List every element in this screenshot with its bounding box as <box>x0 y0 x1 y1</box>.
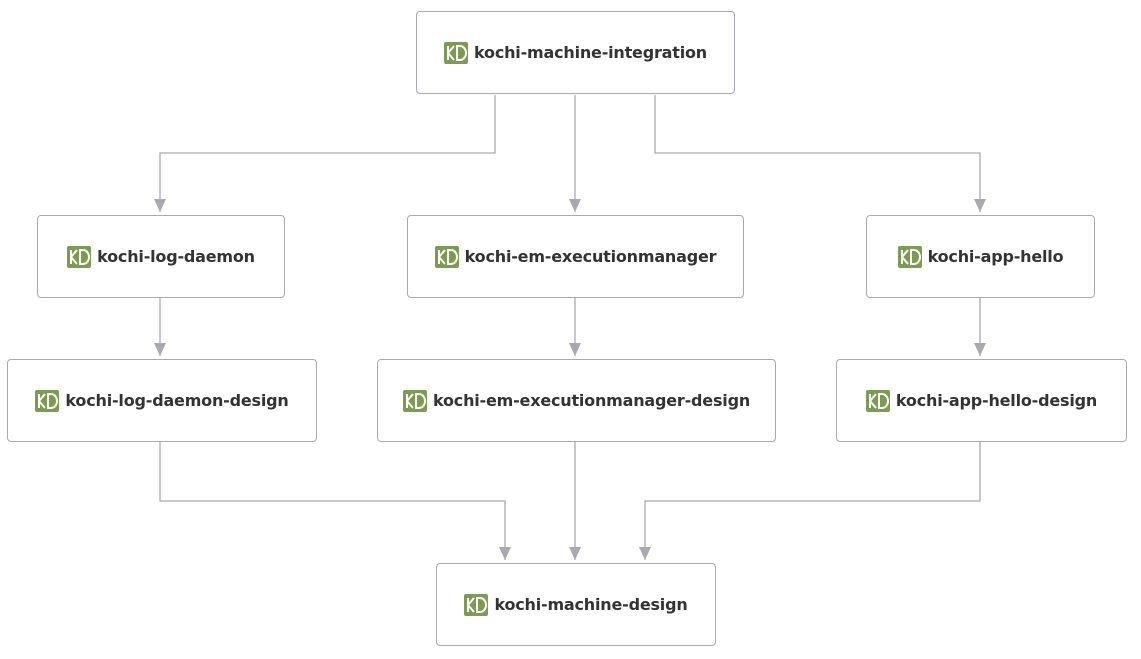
module-icon <box>434 245 459 268</box>
node-label: kochi-log-daemon-design <box>65 391 289 410</box>
node-label: kochi-app-hello-design <box>895 391 1098 410</box>
node-kochi-em-executionmanager[interactable]: kochi-em-executionmanager <box>407 215 744 298</box>
node-label: kochi-em-executionmanager-design <box>432 391 751 410</box>
node-label: kochi-machine-integration <box>474 43 707 62</box>
node-kochi-app-hello-design[interactable]: kochi-app-hello-design <box>836 359 1127 442</box>
module-icon <box>35 389 60 412</box>
node-kochi-app-hello[interactable]: kochi-app-hello <box>866 215 1095 298</box>
node-kochi-em-executionmanager-design[interactable]: kochi-em-executionmanager-design <box>377 359 776 442</box>
module-icon <box>67 245 92 268</box>
module-icon <box>464 593 489 616</box>
module-icon <box>402 389 427 412</box>
node-kochi-log-daemon[interactable]: kochi-log-daemon <box>37 215 285 298</box>
node-label: kochi-log-daemon <box>97 247 255 266</box>
edge-integration-to-log-daemon <box>154 95 496 212</box>
node-kochi-log-daemon-design[interactable]: kochi-log-daemon-design <box>7 359 317 442</box>
node-label: kochi-em-executionmanager <box>464 247 717 266</box>
edge-log-daemon-design-to-machine-design <box>159 442 511 560</box>
node-label: kochi-app-hello <box>927 247 1064 266</box>
module-icon <box>897 245 922 268</box>
edge-integration-to-app-hello <box>654 95 986 212</box>
node-kochi-machine-integration[interactable]: kochi-machine-integration <box>416 11 735 94</box>
module-icon <box>865 389 890 412</box>
edge-app-hello-design-to-machine-design <box>639 442 981 560</box>
node-kochi-machine-design[interactable]: kochi-machine-design <box>436 563 716 646</box>
node-label: kochi-machine-design <box>494 595 688 614</box>
module-icon <box>444 41 469 64</box>
